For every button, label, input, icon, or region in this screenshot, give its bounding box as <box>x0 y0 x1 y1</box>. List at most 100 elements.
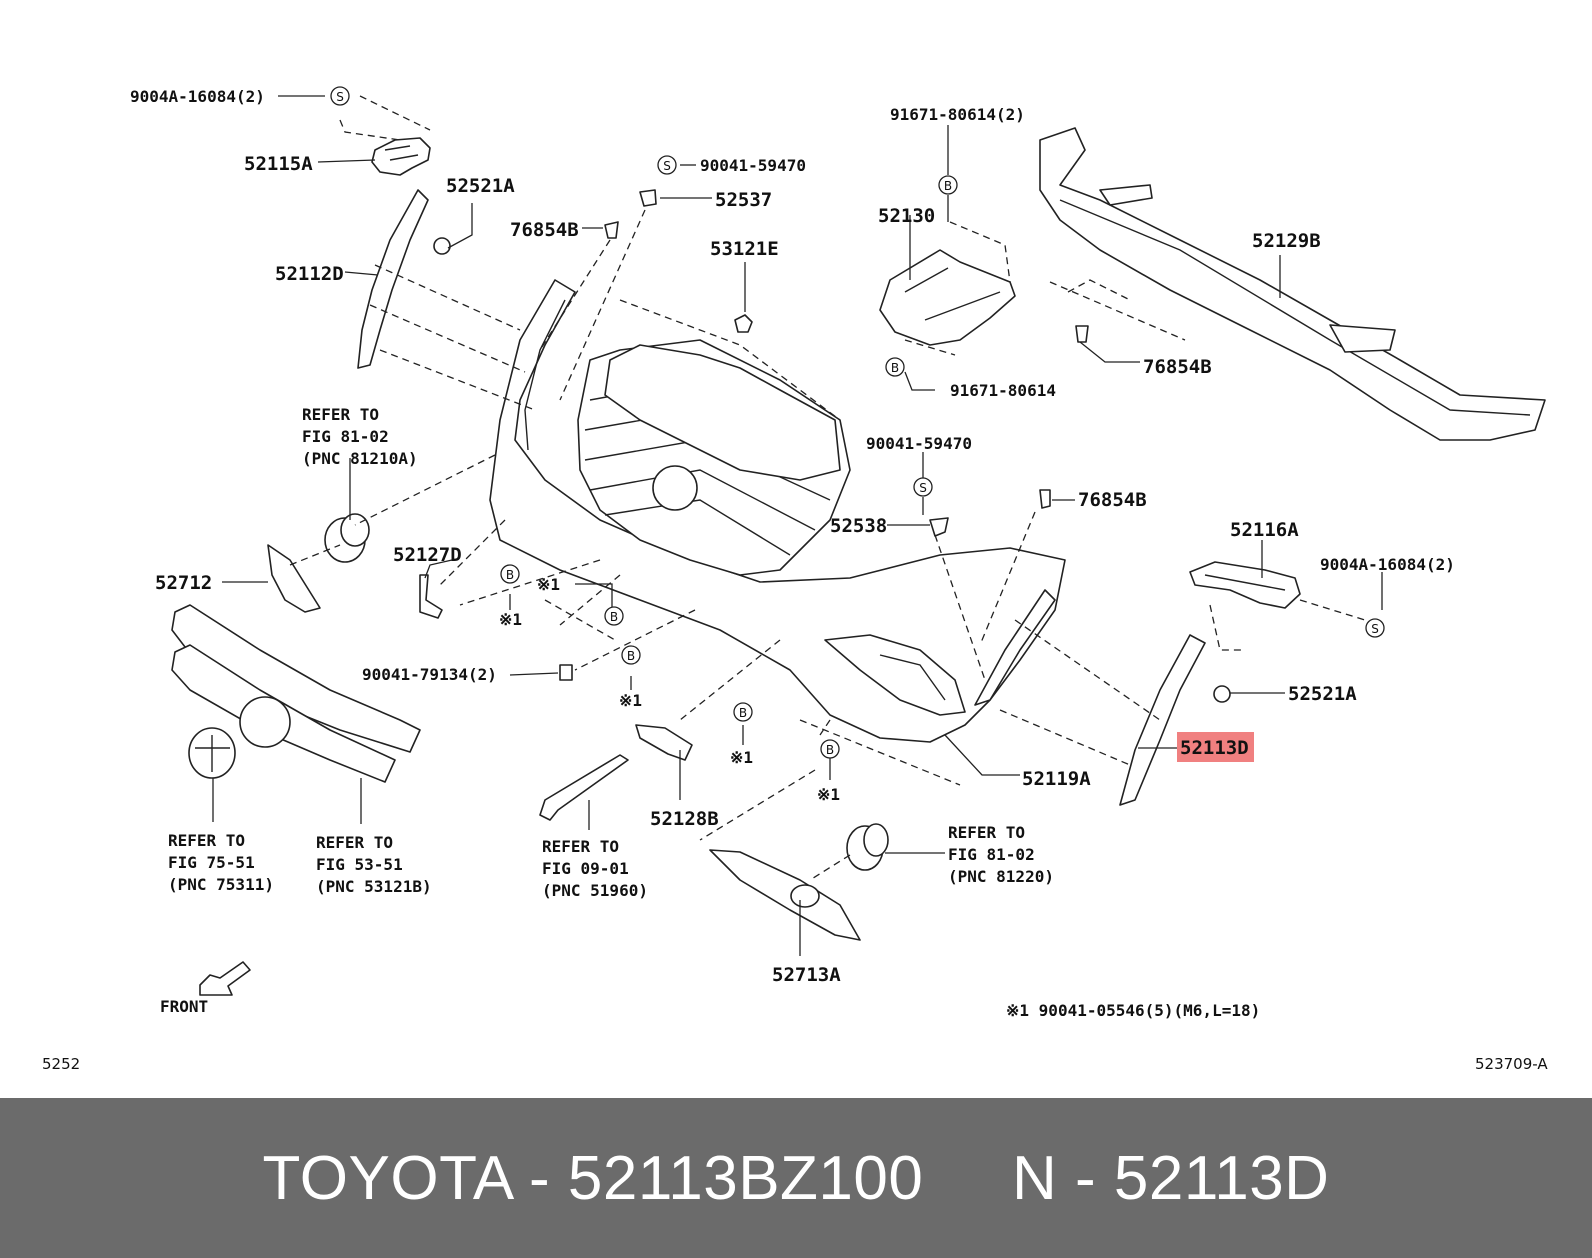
lower-grille-part <box>171 604 421 783</box>
highlight-52113d <box>1177 732 1254 762</box>
clip-52521a-left-part <box>433 237 451 255</box>
inner-strip-right-part <box>974 589 1056 706</box>
page-ref-right: 523709-A <box>1475 1055 1548 1073</box>
label-52116a[interactable]: 52116A <box>1230 519 1299 541</box>
svg-text:B: B <box>891 361 899 375</box>
grille-assembly-part <box>577 339 851 576</box>
front-arrow-icon <box>199 961 251 996</box>
svg-text:REFER TO: REFER TO <box>168 831 245 850</box>
label-9004a-16084-right[interactable]: 9004A-16084(2) <box>1320 555 1455 574</box>
label-52127d[interactable]: 52127D <box>393 544 462 566</box>
symbol-b-1: B <box>938 175 958 195</box>
svg-text:(PNC 81210A): (PNC 81210A) <box>302 449 418 468</box>
svg-text:REFER TO: REFER TO <box>542 837 619 856</box>
svg-text:FIG 81-02: FIG 81-02 <box>302 427 389 446</box>
svg-text:B: B <box>826 743 834 757</box>
svg-text:S: S <box>336 90 344 104</box>
bracket-52127d-part <box>419 574 443 619</box>
mark-1d: ※1 <box>730 748 753 767</box>
footer-title: TOYOTA - 52113BZ100 N - 52113D <box>262 1143 1330 1213</box>
bracket-52128b-part <box>635 724 693 761</box>
label-53121e[interactable]: 53121E <box>710 238 779 260</box>
clip-90041-79134-part <box>559 664 573 681</box>
label-52538[interactable]: 52538 <box>830 515 887 537</box>
label-52130[interactable]: 52130 <box>878 205 935 227</box>
bracket-52115a-part <box>371 137 431 176</box>
label-52521a-left[interactable]: 52521A <box>446 175 515 197</box>
symbol-b-3: B <box>500 564 520 584</box>
svg-text:(PNC 51960): (PNC 51960) <box>542 881 648 900</box>
svg-text:S: S <box>919 481 927 495</box>
clip-76854b-mid-part <box>1039 489 1051 509</box>
svg-text:REFER TO: REFER TO <box>948 823 1025 842</box>
svg-text:B: B <box>944 179 952 193</box>
label-90041-59470-top[interactable]: 90041-59470 <box>700 156 806 175</box>
label-76854b-top[interactable]: 76854B <box>510 219 579 241</box>
page-ref-left: 5252 <box>42 1055 80 1073</box>
refer-block-53121b: REFER TO FIG 53-51 (PNC 53121B) <box>316 833 432 896</box>
parts-diagram: S S B B S S B B B B B ※1 ※1 ※1 ※1 ※1 900… <box>42 86 1548 1073</box>
footer-band: TOYOTA - 52113BZ100 N - 52113D <box>0 1098 1592 1258</box>
mark-1a: ※1 <box>499 610 522 629</box>
label-52712[interactable]: 52712 <box>155 572 212 594</box>
label-90041-59470-mid[interactable]: 90041-59470 <box>866 434 972 453</box>
symbol-b-2: B <box>885 357 905 377</box>
symbol-s-4: S <box>1365 618 1385 638</box>
fog-cover-52712-part <box>267 544 321 613</box>
svg-text:(PNC 75311): (PNC 75311) <box>168 875 274 894</box>
leader-lines <box>212 95 1383 956</box>
label-52119a[interactable]: 52119A <box>1022 768 1091 790</box>
label-52115a[interactable]: 52115A <box>244 153 313 175</box>
svg-text:(PNC 53121B): (PNC 53121B) <box>316 877 432 896</box>
label-91671-80614[interactable]: 91671-80614 <box>950 381 1056 400</box>
label-52129b[interactable]: 52129B <box>1252 230 1321 252</box>
label-9004a-16084-left[interactable]: 9004A-16084(2) <box>130 87 265 106</box>
clip-76854b-right-part <box>1075 325 1089 343</box>
refer-block-75311: REFER TO FIG 75-51 (PNC 75311) <box>168 831 274 894</box>
symbol-b-7: B <box>820 739 840 759</box>
symbol-b-6: B <box>733 702 753 722</box>
dashed-assembly-lines <box>289 95 1366 881</box>
label-52713a[interactable]: 52713A <box>772 964 841 986</box>
label-52112d[interactable]: 52112D <box>275 263 344 285</box>
symbol-b-5: B <box>621 645 641 665</box>
svg-text:FIG 53-51: FIG 53-51 <box>316 855 403 874</box>
symbol-b-4: B <box>604 606 624 626</box>
clip-53121e-part <box>734 314 753 333</box>
bumper-cover-52119a-part <box>489 279 1066 743</box>
front-label: FRONT <box>160 997 208 1016</box>
label-52537[interactable]: 52537 <box>715 189 772 211</box>
label-91671-80614-2[interactable]: 91671-80614(2) <box>890 105 1025 124</box>
tow-hook-part <box>539 754 629 821</box>
label-52113d[interactable]: 52113D <box>1180 737 1249 759</box>
mark-1b: ※1 <box>537 575 560 594</box>
strip-52112d-part <box>357 189 429 369</box>
clip-52521a-right-part <box>1213 685 1231 703</box>
footnote: ※1 90041-05546(5)(M6,L=18) <box>1006 1001 1260 1020</box>
svg-text:FIG 75-51: FIG 75-51 <box>168 853 255 872</box>
spoiler-52129b-part <box>1039 127 1546 441</box>
svg-text:FIG 09-01: FIG 09-01 <box>542 859 629 878</box>
svg-text:REFER TO: REFER TO <box>316 833 393 852</box>
strip-52113d-part <box>1119 634 1206 806</box>
symbol-s-1: S <box>330 86 350 106</box>
svg-text:REFER TO: REFER TO <box>302 405 379 424</box>
svg-text:B: B <box>506 568 514 582</box>
label-52521a-right[interactable]: 52521A <box>1288 683 1357 705</box>
svg-text:(PNC 81220): (PNC 81220) <box>948 867 1054 886</box>
label-90041-79134[interactable]: 90041-79134(2) <box>362 665 497 684</box>
label-76854b-mid[interactable]: 76854B <box>1078 489 1147 511</box>
bracket-52130-part <box>879 249 1016 346</box>
svg-text:B: B <box>627 649 635 663</box>
bracket-52538-part <box>929 517 949 537</box>
label-76854b-right[interactable]: 76854B <box>1143 356 1212 378</box>
bracket-52116a-part <box>1189 561 1301 609</box>
svg-text:FIG 81-02: FIG 81-02 <box>948 845 1035 864</box>
svg-text:S: S <box>663 159 671 173</box>
refer-block-81210a: REFER TO FIG 81-02 (PNC 81210A) <box>302 405 418 468</box>
label-52128b[interactable]: 52128B <box>650 808 719 830</box>
svg-text:B: B <box>610 610 618 624</box>
emblem-part <box>188 727 236 779</box>
symbol-s-3: S <box>913 477 933 497</box>
clip-52537-part <box>639 189 657 207</box>
